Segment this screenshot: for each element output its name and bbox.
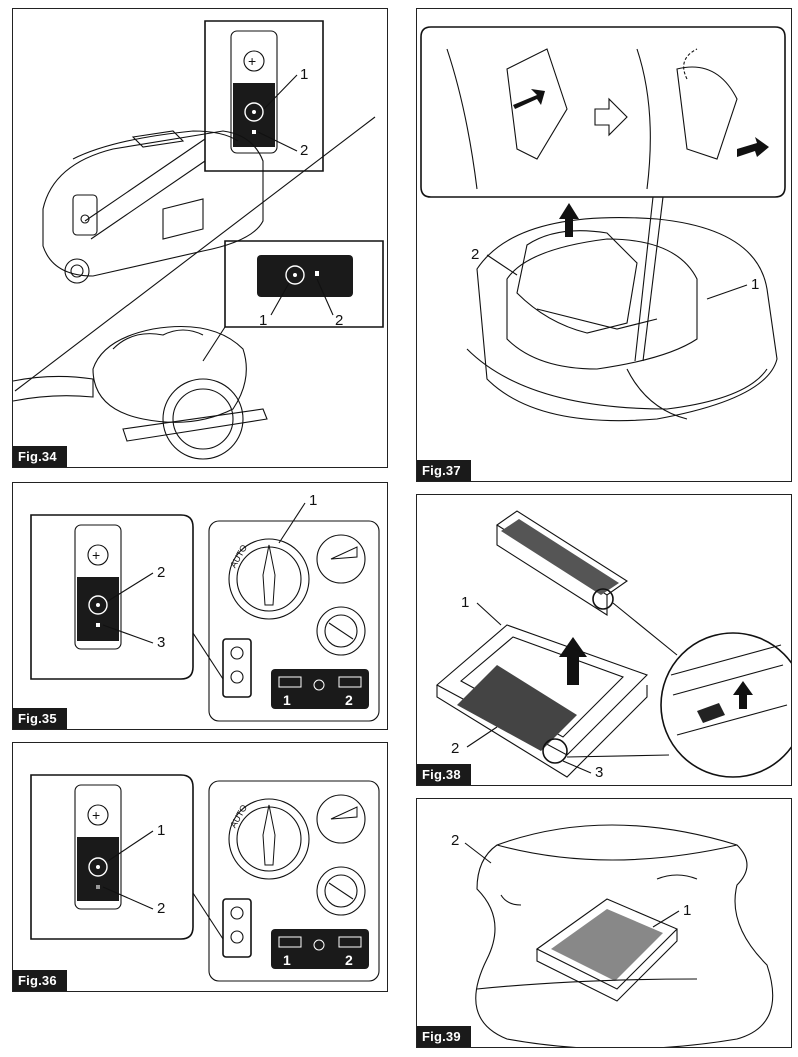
inset-frame-2 xyxy=(224,240,384,328)
mode-dial xyxy=(228,798,310,880)
inset-frame xyxy=(204,20,324,172)
callout-2: 2 xyxy=(451,740,459,757)
figure-34: + 1 2 1 2 xyxy=(12,8,388,468)
svg-text:+: + xyxy=(92,807,100,823)
control-panel xyxy=(208,780,380,982)
figure-39: 2 1 Fig.39 xyxy=(416,798,792,1048)
vacuum-body xyxy=(42,130,264,277)
battery-label-1: 1 xyxy=(283,692,291,708)
figure-37: 2 1 Fig.37 xyxy=(416,8,792,482)
figure-38: 1 2 3 Fig.38 xyxy=(416,494,792,786)
latch-before xyxy=(506,48,568,160)
svg-text:+: + xyxy=(248,53,256,69)
callout-2: 2 xyxy=(157,900,165,917)
inset-frame xyxy=(420,26,786,198)
callout-1: 1 xyxy=(461,594,469,611)
battery-label-2: 2 xyxy=(345,952,353,968)
detail-zoom xyxy=(660,632,791,778)
lift-arrow xyxy=(559,203,579,237)
figure-35: + 2 3 AUTO 1 1 2 Fig.35 xyxy=(12,482,388,730)
callout-1: 1 xyxy=(751,276,759,293)
figure-36: + 1 2 AUTO 1 2 Fig.36 xyxy=(12,742,388,992)
mode-dial xyxy=(228,538,310,620)
latch-after xyxy=(676,66,738,160)
figure-label: Fig.36 xyxy=(13,970,67,991)
battery-label-1: 1 xyxy=(283,952,291,968)
callout-2: 2 xyxy=(471,246,479,263)
callout-3: 3 xyxy=(157,634,165,651)
filter-cartridge xyxy=(516,230,638,334)
fig38-illustration: 1 2 3 xyxy=(436,510,791,781)
callout-1: 1 xyxy=(309,492,317,509)
filter-lower xyxy=(457,665,577,751)
callout-2: 2 xyxy=(157,564,165,581)
battery-label-2: 2 xyxy=(345,692,353,708)
fig35-illustration: + 2 3 AUTO 1 1 2 xyxy=(30,492,380,722)
callout-2: 2 xyxy=(300,142,308,159)
inset-frame xyxy=(30,514,194,680)
control-panel xyxy=(208,520,380,722)
figure-label: Fig.38 xyxy=(417,764,471,785)
callout-2: 2 xyxy=(451,832,459,849)
figure-label: Fig.34 xyxy=(13,446,67,467)
figure-label: Fig.35 xyxy=(13,708,67,729)
inset-frame xyxy=(30,774,194,940)
callout-3: 3 xyxy=(595,764,603,781)
svg-text:+: + xyxy=(92,547,100,563)
callout-1: 1 xyxy=(683,902,691,919)
figure-label: Fig.37 xyxy=(417,460,471,481)
fig34-illustration: + 1 2 1 2 xyxy=(13,20,384,460)
battery-indicator xyxy=(271,669,369,709)
lift-arrow xyxy=(559,637,587,685)
callout-1b: 1 xyxy=(259,312,267,329)
circular-saw xyxy=(92,326,247,423)
callout-1: 1 xyxy=(300,66,308,83)
callout-1: 1 xyxy=(157,822,165,839)
fig37-illustration: 2 1 xyxy=(420,26,786,422)
vacuum-head xyxy=(476,217,778,422)
step-arrow xyxy=(594,97,628,137)
fig36-illustration: + 1 2 AUTO 1 2 xyxy=(30,774,380,982)
battery-indicator xyxy=(271,929,369,969)
figure-label: Fig.39 xyxy=(417,1026,471,1047)
callout-2b: 2 xyxy=(335,312,343,329)
wireless-button xyxy=(77,577,119,641)
fig39-illustration: 2 1 xyxy=(451,824,774,1047)
